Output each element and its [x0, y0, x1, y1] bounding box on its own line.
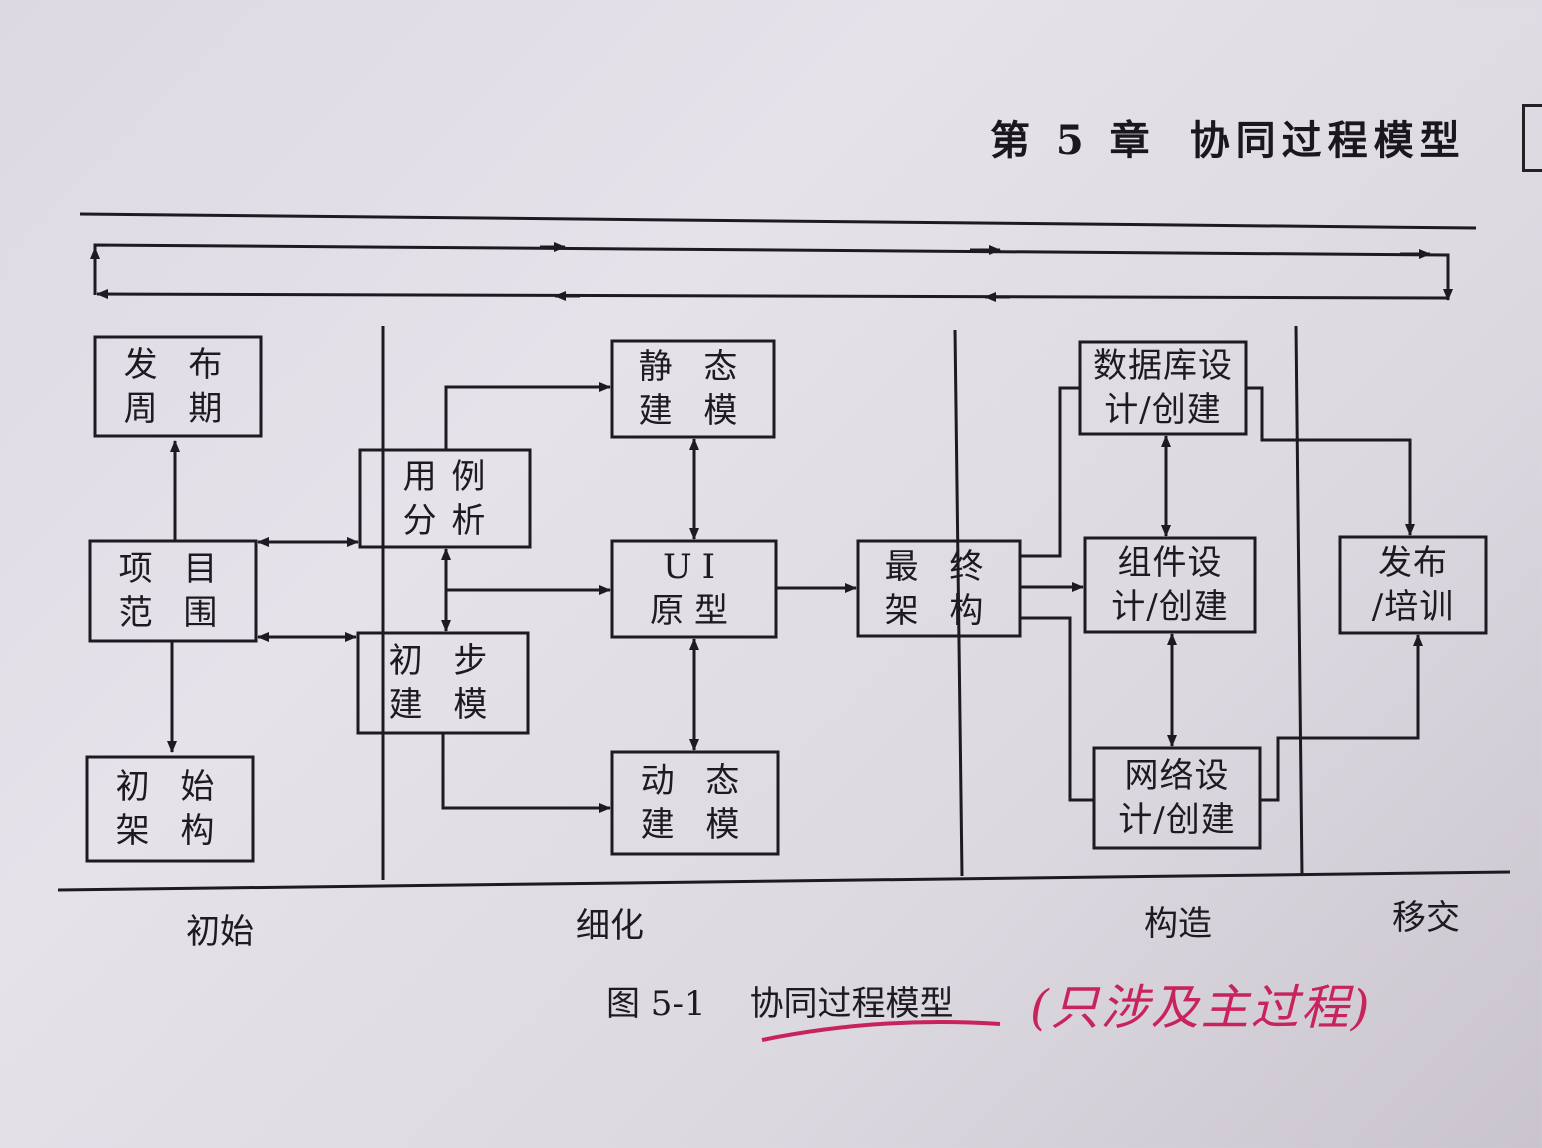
- box-release-training: [1338, 535, 1488, 635]
- label-preliminary-modeling: 初 步 建 模: [388, 641, 498, 725]
- iteration-loop-back: [96, 289, 1449, 300]
- label-project-scope: 项 目 范 围: [118, 549, 228, 633]
- label-release-training: 发布 /培训: [1371, 543, 1455, 627]
- box-component-design: [1083, 536, 1257, 634]
- divider-elaboration-construction: [953, 329, 964, 877]
- chapter-number: 第 5 章: [990, 117, 1156, 164]
- box-dynamic-modeling: [610, 750, 780, 856]
- divider-construction-transition: [1294, 325, 1304, 877]
- chapter-title: 协同过程模型: [1189, 117, 1466, 164]
- bottom-rule: [57, 870, 1511, 892]
- box-release-cycle: [93, 335, 263, 438]
- label-database-design: 数据库设 计/创建: [1093, 346, 1233, 430]
- box-static-modeling: [610, 339, 776, 439]
- chapter-header: 第 5 章协同过程模型: [990, 108, 1466, 166]
- label-initial-architecture: 初 始 架 构: [115, 767, 225, 851]
- label-network-design: 网络设 计/创建: [1118, 756, 1236, 840]
- iteration-loop-forward: [93, 243, 1453, 301]
- box-initial-architecture: [85, 755, 255, 863]
- figure-caption: 图 5-1 协同过程模型: [606, 976, 954, 1025]
- box-network-design: [1092, 746, 1262, 850]
- phase-inception: 初始: [186, 912, 254, 952]
- handwritten-annotation: (只涉及主过程): [1030, 980, 1372, 1036]
- label-component-design: 组件设 计/创建: [1111, 543, 1229, 627]
- page-edge-mark: [1522, 104, 1542, 172]
- phase-transition: 移交: [1392, 898, 1460, 938]
- label-release-cycle: 发 布 周 期: [123, 344, 233, 429]
- label-dynamic-modeling: 动 态 建 模: [640, 761, 750, 845]
- top-rule: [79, 212, 1477, 230]
- figure-title: 协同过程模型: [749, 984, 954, 1024]
- label-ui-prototype: UI 原型: [650, 547, 738, 631]
- phase-elaboration: 细化: [576, 906, 644, 946]
- figure-number: 图 5-1: [606, 984, 706, 1024]
- label-use-case-analysis: 用 例 分 析: [402, 456, 488, 541]
- phase-construction: 构造: [1144, 904, 1212, 944]
- label-static-modeling: 静 态 建 模: [638, 347, 748, 431]
- label-final-architecture: 最 终 架 构: [884, 546, 994, 631]
